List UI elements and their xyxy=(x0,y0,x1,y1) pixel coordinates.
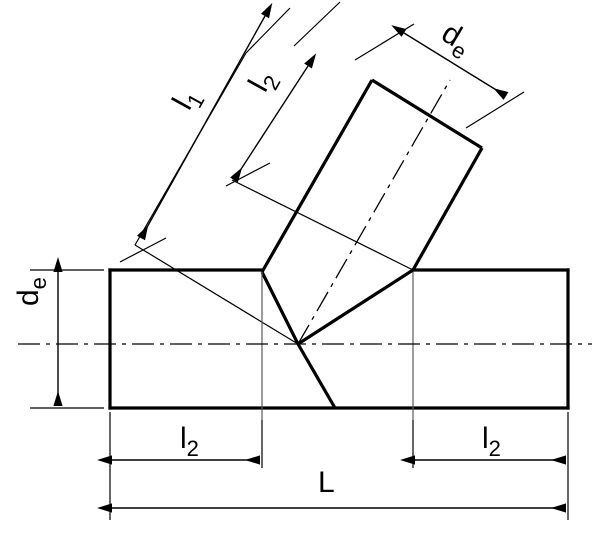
label-l2-right-base: l xyxy=(482,422,489,455)
branch-pipe-centerline xyxy=(297,79,451,345)
main-pipe-outline xyxy=(108,268,570,410)
dimension-l2-top xyxy=(225,1,341,187)
label-l2-left: l2 xyxy=(180,422,199,460)
label-de-left-sub: e xyxy=(26,277,51,290)
branch-pipe-outline xyxy=(260,78,484,409)
label-L-base: L xyxy=(318,466,335,499)
label-de-left: de xyxy=(12,277,51,306)
label-l2-right: l2 xyxy=(482,422,501,460)
dimension-l1 xyxy=(119,2,291,263)
centerlines xyxy=(18,79,592,345)
label-l2-right-sub: 2 xyxy=(488,436,501,461)
label-l2-left-sub: 2 xyxy=(186,436,199,461)
label-l2-left-base: l xyxy=(180,422,187,455)
label-L: L xyxy=(318,468,335,498)
dimension-de-top xyxy=(354,23,525,129)
label-de-left-base: d xyxy=(12,289,45,306)
